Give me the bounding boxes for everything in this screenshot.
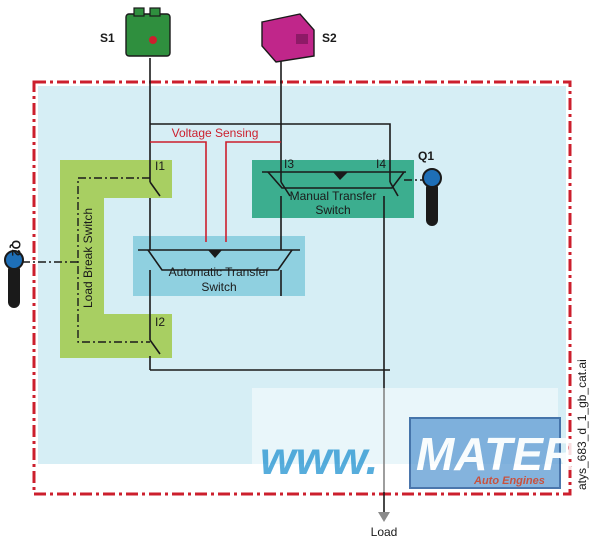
load-label: Load xyxy=(371,525,398,539)
q1-handle-icon[interactable] xyxy=(422,168,442,226)
auto-switch-arrow xyxy=(208,250,222,258)
watermark-left: www. xyxy=(260,432,378,484)
side-caption: atys_683_d_1_gb_cat.ai xyxy=(575,359,589,490)
load-arrow xyxy=(378,512,390,522)
voltage-sensing-label: Voltage Sensing xyxy=(172,126,259,140)
manual-switch-arrow xyxy=(333,172,348,180)
enclosure-frame xyxy=(32,80,572,496)
input-i4-label: I4 xyxy=(376,157,386,171)
s2-generator-icon xyxy=(261,13,315,63)
manual-switch-title-line2: Switch xyxy=(315,203,350,217)
load-break-switch-box xyxy=(60,160,172,358)
q2-handle-icon[interactable] xyxy=(4,250,24,308)
input-i2-label: I2 xyxy=(155,315,165,329)
wiring xyxy=(138,58,406,520)
auto-switch-title-line1: Automatic Transfer xyxy=(169,265,270,279)
watermark-tag: Auto Engines xyxy=(473,475,545,487)
manual-transfer-switch-box xyxy=(252,160,414,218)
s1-label: S1 xyxy=(100,31,115,45)
input-i3-label: I3 xyxy=(284,157,294,171)
watermark: www. MATER Auto Engines xyxy=(252,388,576,492)
watermark-right: MATER xyxy=(416,428,576,480)
load-break-switch-title: Load Break Switch xyxy=(81,208,95,308)
manual-switch-title-line1: Manual Transfer xyxy=(290,189,377,203)
s2-label: S2 xyxy=(322,31,337,45)
input-i1-label: I1 xyxy=(155,159,165,173)
auto-switch-title-line2: Switch xyxy=(201,280,236,294)
s1-generator-icon xyxy=(125,7,171,57)
automatic-transfer-switch-box xyxy=(133,236,305,296)
voltage-sensing-wires xyxy=(150,141,281,242)
q1-handle-label: Q1 xyxy=(418,149,434,163)
q2-handle-label: Q2 xyxy=(9,240,23,256)
